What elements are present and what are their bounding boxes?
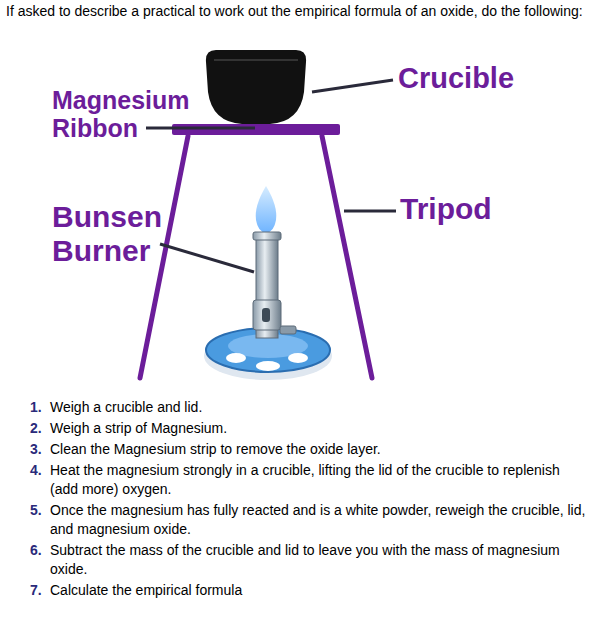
part-label: Tripod <box>400 192 580 226</box>
step-text: Subtract the mass of the crucible and li… <box>50 541 586 579</box>
method-step: 3.Clean the Magnesium strip to remove th… <box>30 440 586 459</box>
method-step: 7.Calculate the empirical formula <box>30 581 586 600</box>
part-label: Crucible <box>398 62 588 94</box>
step-text: Clean the Magnesium strip to remove the … <box>50 440 586 459</box>
method-step: 5.Once the magnesium has fully reacted a… <box>30 501 586 539</box>
step-number: 5. <box>30 501 50 539</box>
step-text: Calculate the empirical formula <box>50 581 586 600</box>
step-text: Weigh a crucible and lid. <box>50 398 586 417</box>
method-step: 1.Weigh a crucible and lid. <box>30 398 586 417</box>
page-title: If asked to describe a practical to work… <box>6 2 590 21</box>
step-text: Once the magnesium has fully reacted and… <box>50 501 586 539</box>
crucible-lid <box>214 59 298 61</box>
flame <box>256 186 277 233</box>
bunsen-burner <box>204 232 332 380</box>
step-number: 3. <box>30 440 50 459</box>
part-label: Bunsen Burner <box>52 200 202 267</box>
step-text: Heat the magnesium strongly in a crucibl… <box>50 461 586 499</box>
crucible <box>206 50 306 124</box>
method-step: 4.Heat the magnesium strongly in a cruci… <box>30 461 586 499</box>
method-step: 6.Subtract the mass of the crucible and … <box>30 541 586 579</box>
tripod <box>140 136 372 378</box>
step-number: 2. <box>30 419 50 438</box>
step-number: 6. <box>30 541 50 579</box>
method-step: 2.Weigh a strip of Magnesium. <box>30 419 586 438</box>
step-number: 1. <box>30 398 50 417</box>
step-number: 4. <box>30 461 50 499</box>
part-label: Magnesium Ribbon <box>52 86 202 142</box>
method-list: 1.Weigh a crucible and lid.2.Weigh a str… <box>30 398 586 602</box>
step-number: 7. <box>30 581 50 600</box>
step-text: Weigh a strip of Magnesium. <box>50 419 586 438</box>
